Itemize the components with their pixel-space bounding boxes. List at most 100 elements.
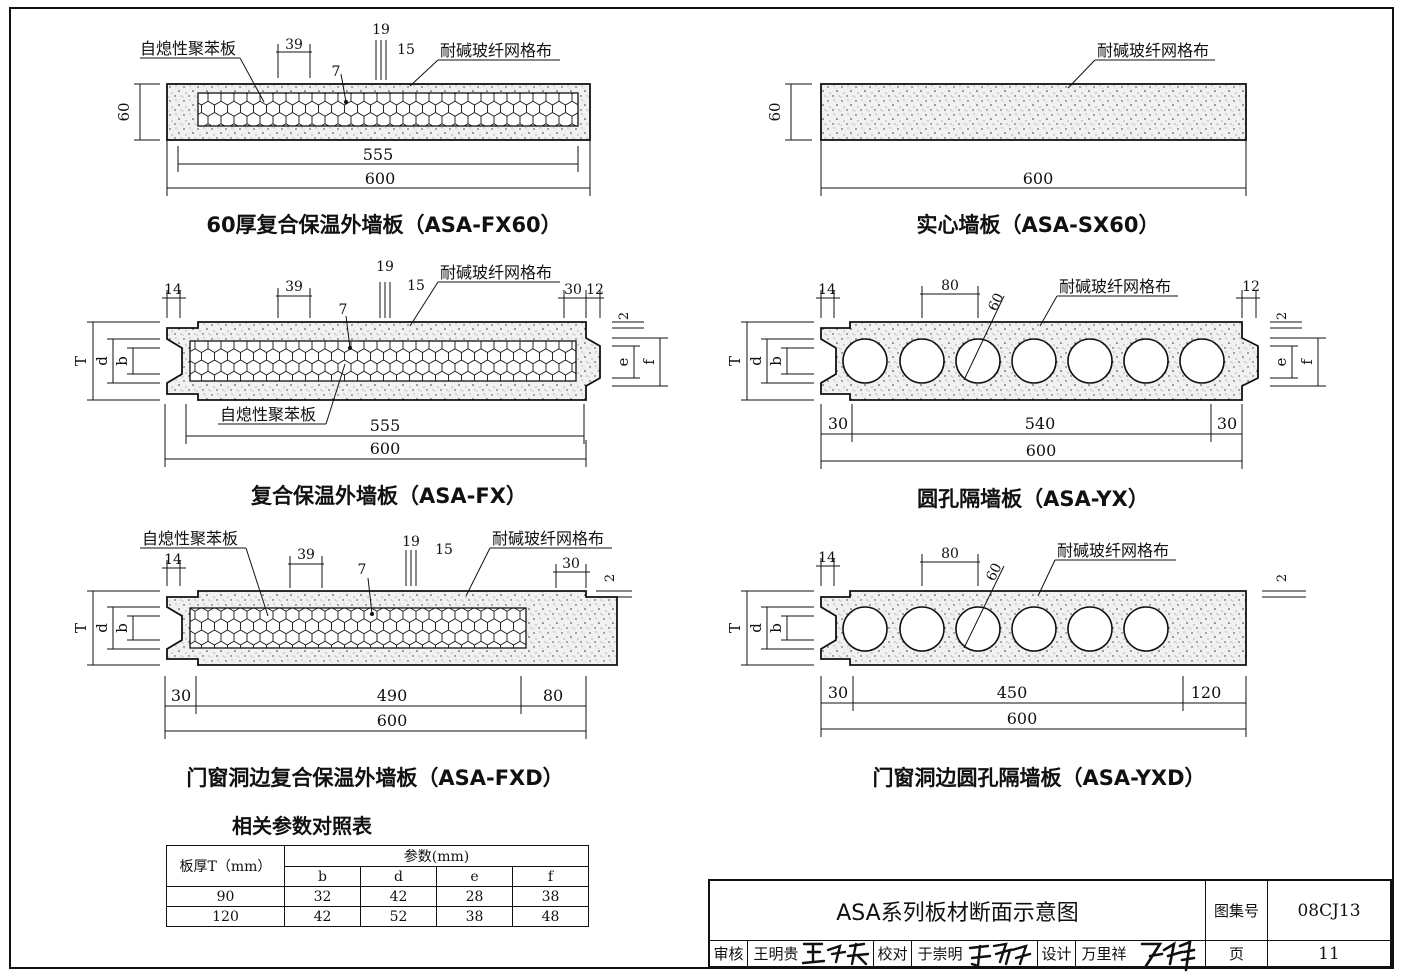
fxd-dim-7: 7 [358, 562, 367, 578]
yx-dim-2: 2 [1275, 312, 1290, 320]
fx60-mesh-label: 耐碱玻纤网格布 [440, 41, 552, 60]
yx-dim-14: 14 [818, 282, 836, 298]
panel-fx60: 60 555 600 39 19 15 7 自熄性聚苯板 耐碱玻纤网格布 [115, 22, 591, 196]
yxd-dim-d: d [747, 623, 765, 633]
fxd-dim-left: 30 [171, 686, 191, 705]
yx-inner-width: 540 [1025, 414, 1056, 433]
fx-dim-7: 7 [339, 302, 348, 318]
drawing-title: ASA系列板材断面示意图 [710, 881, 1206, 941]
fx60-inner-width: 555 [363, 145, 394, 164]
fx60-thickness: 60 [115, 102, 133, 121]
table-row: 90 32 42 28 38 [166, 886, 589, 907]
param-table: 板厚T（mm） 参数(mm) b d e f 90 32 42 28 38 12… [166, 845, 589, 927]
fx-dim-19: 19 [376, 259, 394, 275]
signature-review [801, 942, 870, 966]
param-cell: 52 [360, 906, 437, 927]
table-row: 120 42 52 38 48 [166, 906, 589, 927]
fx-dim-30: 30 [564, 282, 582, 298]
sx60-title: 实心墙板（ASA-SX60） [916, 213, 1160, 237]
yxd-dim-80: 80 [941, 546, 959, 562]
fxd-dim-b: b [113, 623, 131, 633]
yxd-title: 门窗洞边圆孔隔墙板（ASA-YXD） [872, 766, 1206, 790]
param-row-thickness: 90 [166, 886, 285, 907]
fxd-eps-core [189, 607, 527, 649]
sheet-border [9, 7, 1394, 969]
yxd-total-width: 600 [1007, 709, 1038, 728]
param-cell: 38 [436, 906, 513, 927]
panel-sx60: 60 600 耐碱玻纤网格布 [766, 41, 1247, 196]
fx60-eps-core [197, 92, 579, 127]
designer-name: 万里祥 [1081, 945, 1127, 963]
title-block: ASA系列板材断面示意图 图集号 08CJ13 审核 王明贵 校对 于崇明 设计… [708, 879, 1392, 968]
fx-dim-15: 15 [407, 278, 425, 294]
fxd-dim-15: 15 [435, 542, 453, 558]
sx60-concrete-body [820, 83, 1247, 141]
fx-dim-12: 12 [586, 282, 604, 298]
review-signature [804, 941, 874, 966]
param-col-e: e [436, 866, 513, 887]
param-col-f: f [512, 866, 589, 887]
fx-mesh-label: 耐碱玻纤网格布 [440, 263, 552, 282]
review-label: 审核 [710, 941, 748, 966]
fx-title: 复合保温外墙板（ASA-FX） [251, 484, 527, 508]
param-cell: 32 [284, 886, 361, 907]
yx-dim-d: d [747, 356, 765, 366]
fxd-dim-19: 19 [402, 534, 420, 550]
fxd-inner-width: 490 [377, 686, 408, 705]
param-row-thickness: 120 [166, 906, 285, 927]
sx60-mesh-label: 耐碱玻纤网格布 [1097, 41, 1209, 60]
design-signature [1132, 941, 1206, 966]
yx-holes [842, 338, 1225, 384]
param-cell: 38 [512, 886, 589, 907]
yx-dim-e: e [1272, 357, 1290, 366]
signature-check [968, 942, 1032, 968]
check-signature [968, 941, 1038, 966]
yxd-dim-b: b [767, 623, 785, 633]
yx-mesh-label: 耐碱玻纤网格布 [1059, 277, 1171, 296]
param-col-d: d [360, 866, 437, 887]
fxd-dim-T: T [72, 623, 90, 633]
fx-eps-label: 自熄性聚苯板 [220, 405, 316, 424]
fx60-eps-label: 自熄性聚苯板 [140, 39, 236, 58]
fx60-dim-15: 15 [397, 42, 415, 58]
fx60-dim-19: 19 [372, 22, 390, 38]
yx-dim-b: b [767, 356, 785, 366]
fx-dim-14: 14 [164, 282, 182, 298]
checker-name: 于崇明 [917, 945, 963, 963]
param-cell: 42 [284, 906, 361, 927]
param-col-b: b [284, 866, 361, 887]
yxd-dim-T: T [726, 623, 744, 633]
atlas-number: 08CJ13 [1268, 881, 1390, 941]
design-label: 设计 [1038, 941, 1076, 966]
fxd-dim-d: d [93, 623, 111, 633]
param-table-title: 相关参数对照表 [232, 814, 372, 838]
fxd-dim-14: 14 [164, 552, 182, 568]
check-label: 校对 [874, 941, 912, 966]
fxd-title: 门窗洞边复合保温外墙板（ASA-FXD） [186, 766, 564, 790]
fxd-dim-30: 30 [562, 556, 580, 572]
fxd-total-width: 600 [377, 711, 408, 730]
fx-dim-f: f [640, 358, 658, 365]
panel-yx: 60 T d b e f 2 14 80 [726, 277, 1326, 469]
fx60-title: 60厚复合保温外墙板（ASA-FX60） [206, 213, 562, 237]
panel-fxd: T d b 2 14 39 19 15 7 30 [72, 529, 632, 739]
yx-dim-f: f [1298, 358, 1316, 365]
yx-dim-left: 30 [828, 414, 848, 433]
param-col-thickness-header: 板厚T（mm） [166, 845, 285, 887]
fxd-mesh-label: 耐碱玻纤网格布 [492, 529, 604, 548]
yx-dim-80: 80 [941, 278, 959, 294]
page-label: 页 [1206, 941, 1268, 966]
fx-dim-T: T [72, 356, 90, 366]
fxd-dim-39: 39 [297, 547, 315, 563]
panel-yxd: 60 T d b 2 14 80 耐碱玻纤网格布 30 [726, 541, 1306, 737]
fx-dim-b: b [113, 356, 131, 366]
yxd-dim-60: 60 [983, 561, 1005, 584]
fx60-dim-7: 7 [332, 64, 341, 80]
yx-dim-T: T [726, 356, 744, 366]
yx-dim-12: 12 [1242, 279, 1260, 295]
fx-dim-d: d [93, 356, 111, 366]
yxd-dim-right: 120 [1191, 683, 1222, 702]
param-cell: 42 [360, 886, 437, 907]
param-cell: 28 [436, 886, 513, 907]
